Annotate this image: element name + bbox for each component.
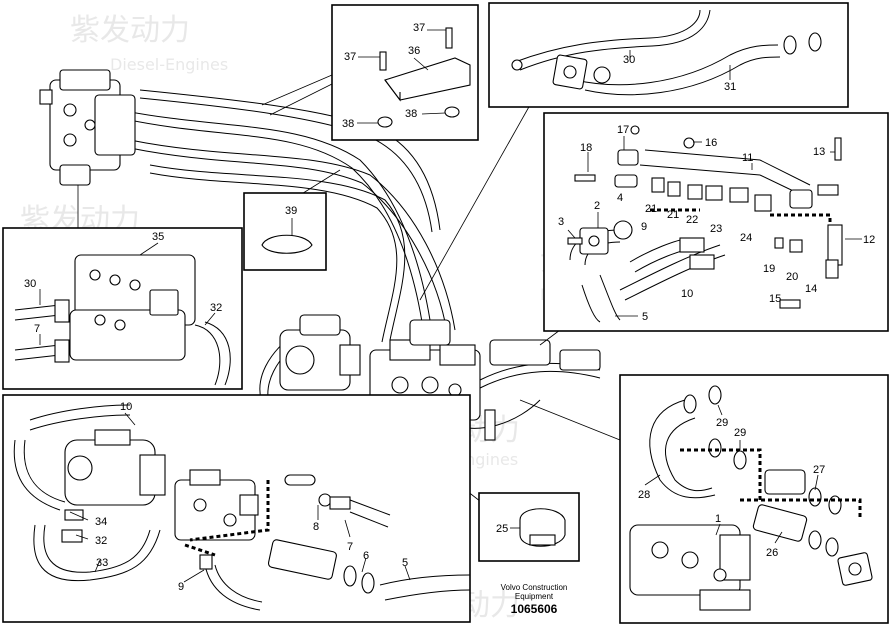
detail-box-fittings [543,112,889,332]
callout-20: 20 [786,271,798,283]
callout-23: 23 [710,223,722,235]
callout-7-bottom: 7 [347,541,353,553]
callout-35: 35 [152,231,164,243]
callout-18: 18 [580,142,592,154]
callout-30-top: 30 [623,54,635,66]
callout-27: 27 [813,464,825,476]
detail-box-valve-35 [2,227,243,390]
callout-31: 31 [724,81,736,93]
callout-24: 24 [740,232,752,244]
callout-25: 25 [496,523,508,535]
drawing-caption: Volvo Construction Equipment 1065606 [501,583,568,616]
callout-5-right: 5 [642,311,648,323]
callout-38-left: 38 [342,118,354,130]
callout-9-right: 9 [641,221,647,233]
callout-16: 16 [705,137,717,149]
callout-29-b: 29 [734,427,746,439]
detail-box-pump [2,394,471,623]
callout-30-left: 30 [24,278,36,290]
callout-2: 2 [594,200,600,212]
callout-19: 19 [763,263,775,275]
callout-22: 22 [686,214,698,226]
drawing-number: 1065606 [511,602,558,616]
watermark-cn: 紫发动力 [70,13,190,48]
watermark-en: Diesel-Engines [110,55,228,74]
callout-7-left: 7 [34,323,40,335]
callout-37-top: 37 [413,22,425,34]
callout-labels: 37 37 36 38 38 30 31 39 35 30 7 32 17 16… [24,22,875,593]
callout-36: 36 [408,45,420,57]
detail-box-hose-30-31 [488,2,849,108]
callout-10-right: 10 [681,288,693,300]
callout-4: 4 [617,192,623,204]
callout-6: 6 [363,550,369,562]
callout-8: 8 [313,521,319,533]
callout-32-top: 32 [210,302,222,314]
callout-14: 14 [805,283,817,295]
detail-box-bracket [331,4,479,141]
callout-10-left: 10 [120,401,132,413]
callout-29-a: 29 [716,417,728,429]
callout-1: 1 [715,513,721,525]
callout-38-right: 38 [405,108,417,120]
detail-box-cable-tie [243,192,327,271]
callout-21-b: 21 [667,209,679,221]
callout-28: 28 [638,489,650,501]
callout-13: 13 [813,146,825,158]
callout-5-bottom: 5 [402,557,408,569]
control-valve-assembly [39,69,136,228]
callout-17: 17 [617,124,629,136]
callout-11: 11 [742,152,753,164]
callout-34: 34 [95,516,107,528]
callout-3: 3 [558,216,564,228]
caption-line-1: Volvo Construction [501,583,568,592]
callout-26: 26 [766,547,778,559]
callout-37-left: 37 [344,51,356,63]
callout-21-a: 21 [645,203,657,215]
callout-39: 39 [285,205,297,217]
detail-box-clamp [478,492,580,562]
callout-9-bottom: 9 [178,581,184,593]
callout-12: 12 [863,234,875,246]
detail-box-pump-1 [619,374,889,624]
callout-33: 33 [96,557,108,569]
callout-15: 15 [769,293,781,305]
caption-line-2: Equipment [515,592,554,601]
callout-32-bottom: 32 [95,535,107,547]
